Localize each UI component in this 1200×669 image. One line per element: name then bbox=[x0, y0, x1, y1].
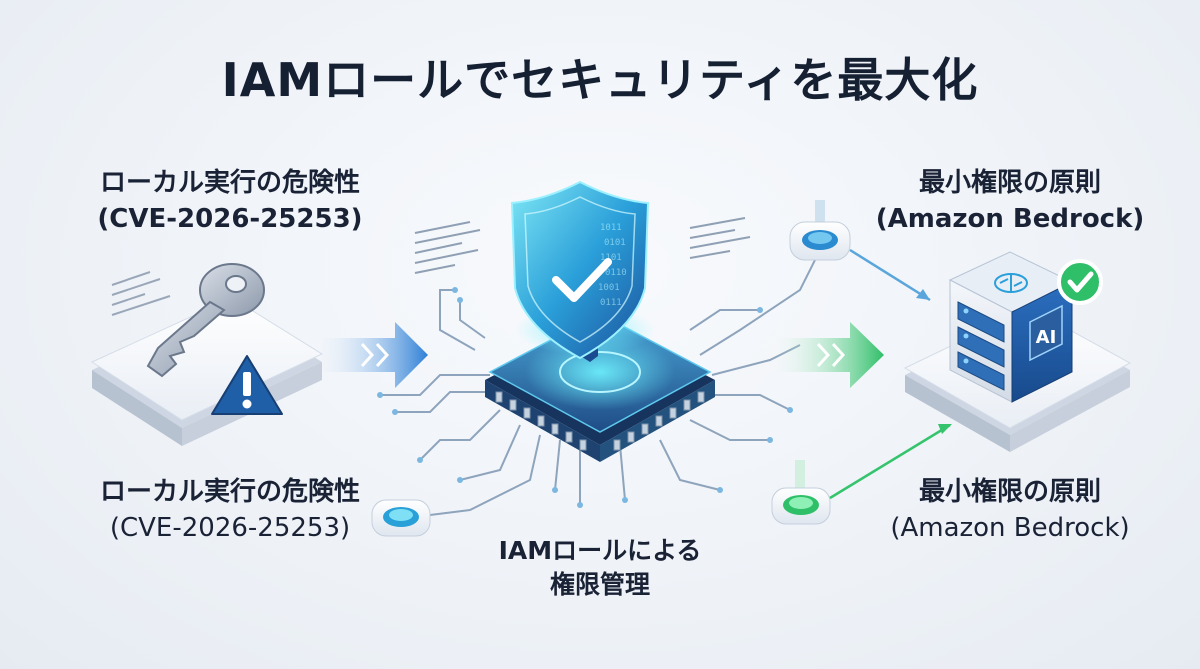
circuit-nodes bbox=[377, 287, 793, 508]
ai-badge-text: AI bbox=[1036, 327, 1057, 348]
ai-server-icon: AI bbox=[948, 251, 1074, 403]
label-local-risk-top: ローカル実行の危険性 (CVE-2026-25253) bbox=[40, 165, 420, 237]
label-line2: (Amazon Bedrock) bbox=[890, 513, 1130, 543]
svg-text:0101: 0101 bbox=[604, 238, 626, 248]
check-badge-icon bbox=[1057, 259, 1103, 305]
label-line1: 最小権限の原則 bbox=[918, 168, 1101, 198]
label-line1: 最小権限の原則 bbox=[918, 477, 1101, 507]
node-bottom-left bbox=[371, 499, 431, 537]
svg-text:1101: 1101 bbox=[600, 253, 622, 263]
svg-text:0110: 0110 bbox=[605, 268, 627, 278]
label-line2: (Amazon Bedrock) bbox=[875, 204, 1145, 234]
label-local-risk-bottom: ローカル実行の危険性 (CVE-2026-25253) bbox=[40, 474, 420, 546]
label-line2: 権限管理 bbox=[549, 570, 650, 599]
label-line2: (CVE-2026-25253) bbox=[109, 513, 351, 543]
key-icon bbox=[146, 263, 265, 378]
flow-arrow-right bbox=[775, 322, 884, 388]
center-deco-lines bbox=[414, 217, 751, 274]
label-line1: ローカル実行の危険性 bbox=[99, 168, 360, 198]
label-least-privilege-top: 最小権限の原則 (Amazon Bedrock) bbox=[830, 165, 1190, 237]
brain-icon bbox=[994, 273, 1028, 293]
label-line1: ローカル実行の危険性 bbox=[99, 477, 360, 507]
flow-arrow-left bbox=[320, 322, 428, 388]
page-title: IAMロールでセキュリティを最大化 bbox=[221, 53, 979, 107]
shield-check-icon: 1011 0101 1101 0110 1001 0111 bbox=[510, 180, 655, 362]
svg-text:0111: 0111 bbox=[600, 298, 622, 308]
left-deco-lines bbox=[111, 271, 171, 316]
label-line1: IAMロールによる bbox=[498, 536, 702, 565]
svg-text:1011: 1011 bbox=[600, 223, 622, 233]
node-top-right bbox=[789, 200, 931, 302]
warning-icon bbox=[211, 355, 283, 415]
label-iam-role-center: IAMロールによる 権限管理 bbox=[440, 534, 760, 602]
svg-text:1001: 1001 bbox=[598, 283, 620, 293]
label-line2: (CVE-2026-25253) bbox=[97, 204, 363, 234]
label-least-privilege-bottom: 最小権限の原則 (Amazon Bedrock) bbox=[830, 474, 1190, 546]
node-bottom-right bbox=[771, 423, 952, 525]
